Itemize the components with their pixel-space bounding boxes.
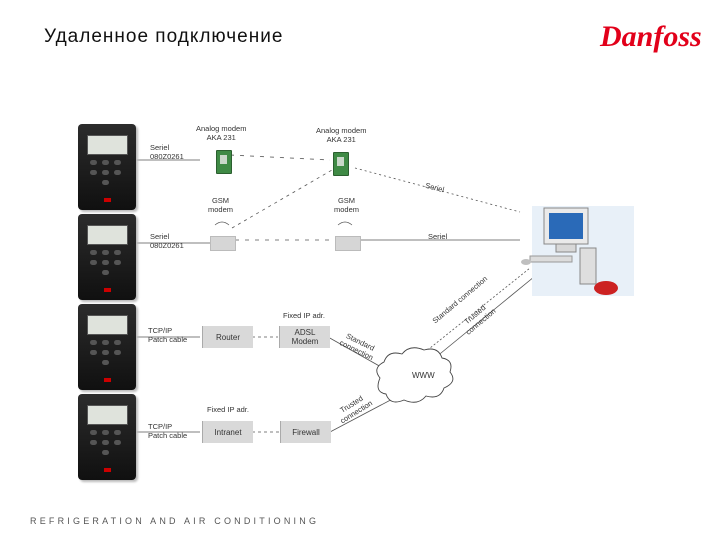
- gsm-modem-2-label: GSM modem: [334, 196, 360, 214]
- line-gsm-analog: [231, 169, 333, 229]
- logo-text: Danfoss: [599, 20, 702, 53]
- controller-1: [78, 124, 136, 210]
- analog-modem-2-label: Analog modem AKA 231: [316, 126, 367, 144]
- analog-modem-2: [333, 152, 349, 176]
- antenna-left: [214, 221, 230, 226]
- controller-3-label: TCP/IP Patch cable: [148, 326, 188, 344]
- controller-1-label: Seriel 080Z0261: [150, 143, 184, 161]
- controller-2-label: Seriel 080Z0261: [150, 232, 184, 250]
- serial-label-2: Seriel: [428, 232, 448, 241]
- www-cloud: [376, 347, 454, 403]
- adsl-modem-box: ADSL Modem: [279, 326, 330, 348]
- danfoss-logo: Danfoss: [599, 20, 702, 53]
- pc-workstation: [521, 206, 634, 296]
- fixed-ip-label-1: Fixed IP adr.: [283, 311, 325, 320]
- mouse-icon: [521, 259, 531, 265]
- analog-modem-1: [216, 150, 232, 174]
- gsm-modem-1-label: GSM modem: [208, 196, 234, 214]
- line-serial-1: [354, 167, 521, 213]
- fixed-ip-label-2: Fixed IP adr.: [207, 405, 249, 414]
- gsm-modem-1: [210, 236, 236, 251]
- gsm-modem-2: [335, 236, 361, 251]
- line-www-pc-1: [414, 267, 531, 361]
- line-www-pc-2: [429, 271, 541, 363]
- controller-4-label: TCP/IP Patch cable: [148, 422, 188, 440]
- line-firewall-www: [329, 394, 401, 433]
- controller-4: [78, 394, 136, 480]
- analog-modem-1-label: Analog modem AKA 231: [196, 124, 247, 142]
- firewall-box: Firewall: [280, 421, 331, 443]
- router-box: Router: [202, 326, 253, 348]
- www-label: WWW: [412, 371, 435, 380]
- slide-title: Удаленное подключение: [44, 26, 284, 47]
- telephone-icon: [594, 281, 618, 295]
- controller-2: [78, 214, 136, 300]
- controller-3: [78, 304, 136, 390]
- antenna-right: [337, 221, 353, 226]
- footer-text: REFRIGERATION AND AIR CONDITIONING: [30, 516, 320, 526]
- line-analog-dashed: [229, 154, 331, 161]
- intranet-box: Intranet: [202, 421, 253, 443]
